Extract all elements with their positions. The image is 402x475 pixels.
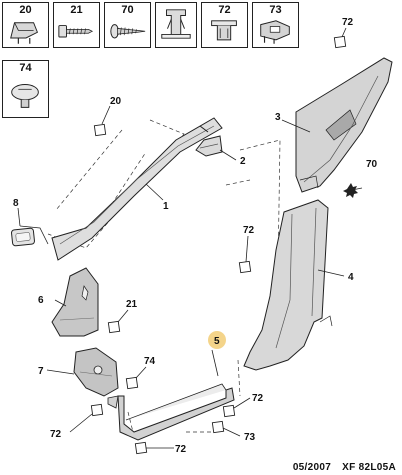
callout-72-sill-bottom: 72 xyxy=(175,444,187,455)
lower-pillar-trim-lower xyxy=(73,347,119,397)
fastener-squares xyxy=(90,35,347,455)
callout-72-top: 72 xyxy=(342,17,354,28)
lower-pillar-trim-upper xyxy=(51,267,99,337)
push-rivet-icon xyxy=(11,84,39,108)
callout-8: 8 xyxy=(13,198,19,209)
footer-date: 05/2007 xyxy=(292,462,332,473)
part-box-number: 21 xyxy=(70,4,83,16)
part-box-73: 73 xyxy=(252,2,299,48)
self-tapping-screw-icon xyxy=(110,24,146,39)
callout-5: 5 xyxy=(214,336,220,347)
highlight-circle xyxy=(208,331,226,349)
callout-73: 73 xyxy=(244,432,256,443)
part-box-number: 73 xyxy=(269,4,282,16)
part-box-number: 72 xyxy=(218,4,231,16)
footer-code: XF 82L05A xyxy=(342,462,396,473)
clip-icon xyxy=(10,22,39,44)
callout-74: 74 xyxy=(144,356,156,367)
part-box-20: 20 xyxy=(2,2,49,48)
bracket-clip-icon xyxy=(260,20,290,44)
callout-70: 70 xyxy=(366,159,378,170)
callout-21: 21 xyxy=(126,299,138,310)
callout-72-pillar: 72 xyxy=(243,225,255,236)
pillar-cap xyxy=(195,135,223,157)
callout-20: 20 xyxy=(110,96,122,107)
part-box-71 xyxy=(155,2,197,48)
part-box-number: 70 xyxy=(121,4,134,16)
part-box-number: 20 xyxy=(19,4,32,16)
callout-3: 3 xyxy=(275,112,281,123)
part-box-21: 21 xyxy=(53,2,100,48)
fastener-leaders xyxy=(69,27,347,449)
sill-trim xyxy=(107,383,235,441)
part-box-70: 70 xyxy=(104,2,151,48)
callout-2: 2 xyxy=(240,156,246,167)
callout-72-sill-left: 72 xyxy=(50,429,62,440)
callout-1: 1 xyxy=(163,201,169,212)
callout-6: 6 xyxy=(38,295,44,306)
dashed-guide-lines xyxy=(47,119,281,437)
part-box-number: 74 xyxy=(19,62,32,74)
callout-72-sill-right: 72 xyxy=(252,393,264,404)
a-pillar-trim xyxy=(51,117,223,261)
part-box-74: 74 xyxy=(2,60,49,118)
retainer-clip-icon xyxy=(161,9,191,39)
push-clip-icon xyxy=(211,20,237,41)
part-box-72: 72 xyxy=(201,2,248,48)
screw-icon xyxy=(58,25,94,38)
diagram-footer: 05/2007 XF 82L05A xyxy=(285,462,396,473)
callout-7: 7 xyxy=(38,366,44,377)
callout-4: 4 xyxy=(348,272,354,283)
star-fastener-icon xyxy=(343,183,358,198)
b-pillar-upper-trim xyxy=(295,57,393,193)
b-pillar-lower-trim xyxy=(243,199,333,371)
trim-pad xyxy=(11,227,35,247)
leader-lines xyxy=(17,119,363,377)
